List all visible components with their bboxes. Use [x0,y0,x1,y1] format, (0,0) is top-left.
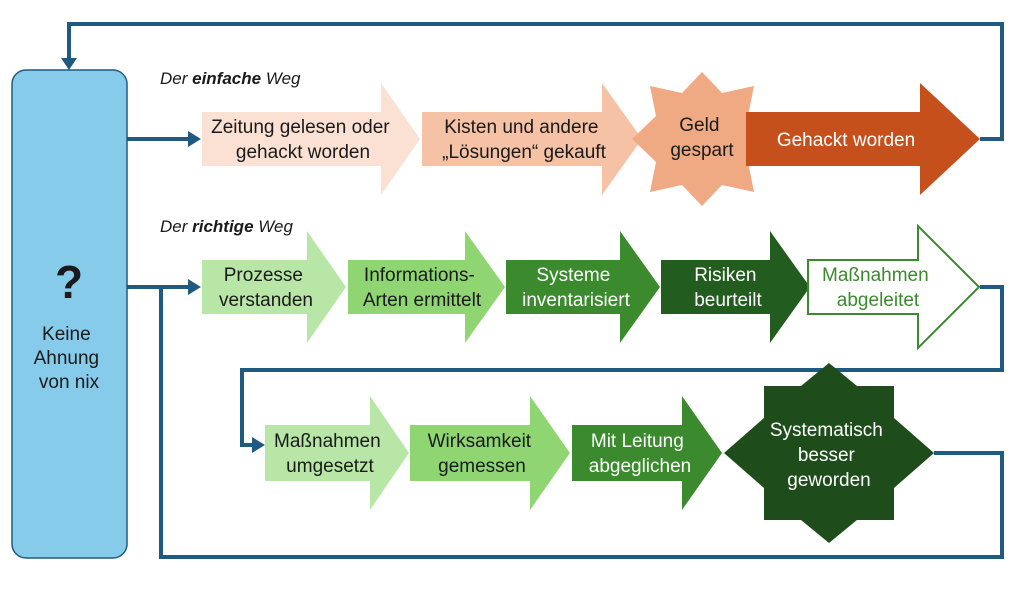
start-to-easy-arrowhead [188,131,201,147]
right-step-2: Informations- Arten ermittelt [348,231,505,343]
right-step-5-arrow-outline [807,223,981,351]
right-path-heading: Der richtige Weg [160,217,293,236]
easy-step-4-arrow [746,83,980,195]
right-step-6-label: Maßnahmen umgesetzt [274,431,386,477]
question-mark-icon: ? [55,256,83,308]
right-step-4: Risiken beurteilt [661,231,810,343]
right-step-2-arrow [348,231,505,343]
row1-to-row2-arrowhead [252,437,265,453]
right-step-5: Maßnahmen abgeleitet [807,223,981,351]
easy-step-1: Zeitung gelesen oder gehackt worden [202,83,420,195]
right-step-9: Systematisch besser geworden [724,363,934,543]
right-step-9-star [724,363,934,543]
easy-path-heading: Der einfache Weg [160,69,301,88]
right-step-7-arrow [410,396,570,510]
easy-path-return-arrowhead [61,58,77,70]
easy-step-3-label: Geld gespart [670,115,734,161]
easy-step-4: Gehackt worden [746,83,980,195]
right-step-3-label: Systeme inventarisiert [522,265,630,311]
right-path-row2: Maßnahmen umgesetzt Wirksamkeit gemessen… [265,363,934,543]
right-step-3-arrow [506,231,660,343]
right-step-4-label: Risiken beurteilt [694,265,762,311]
easy-step-2: Kisten und andere „Lösungen“ gekauft [422,83,642,195]
start-box: ? Keine Ahnung von nix [11,69,128,559]
right-path-row1: Prozesse verstanden Informations- Arten … [202,223,981,351]
easy-step-2-label: Kisten und andere „Lösungen“ gekauft [442,117,606,163]
right-step-7-label: Wirksamkeit gemessen [428,431,537,477]
right-step-8-label: Mit Leitung abgeglichen [589,431,691,477]
easy-step-4-label: Gehackt worden [777,130,915,151]
easy-step-1-arrow [202,83,420,195]
start-to-right-arrowhead [188,279,201,295]
row1-to-row2-connector [240,285,1004,447]
easy-step-2-arrow [422,83,642,195]
right-step-5-label: Maßnahmen abgeleitet [822,265,934,311]
right-step-2-label: Informations- Arten ermittelt [363,265,482,311]
right-step-6-arrow [265,396,409,510]
final-loop-connector [159,287,1004,559]
right-step-1: Prozesse verstanden [202,231,346,343]
right-step-1-arrow [202,231,346,343]
easy-step-1-label: Zeitung gelesen oder gehackt worden [211,117,395,163]
easy-path-return-connector [67,22,1004,141]
right-step-8-arrow [572,396,722,510]
start-box-label: Keine Ahnung von nix [34,324,105,393]
right-step-1-label: Prozesse verstanden [219,265,313,311]
right-step-3: Systeme inventarisiert [506,231,660,343]
connectors [61,22,1004,559]
right-step-7: Wirksamkeit gemessen [410,396,570,510]
right-step-9-label: Systematisch besser geworden [770,420,888,491]
easy-step-3-star [632,72,772,206]
right-step-6: Maßnahmen umgesetzt [265,396,409,510]
right-step-8: Mit Leitung abgeglichen [572,396,722,510]
right-step-4-arrow [661,231,810,343]
start-box-shape [11,69,128,559]
easy-path: Zeitung gelesen oder gehackt worden Kist… [202,72,980,206]
easy-step-3: Geld gespart [632,72,772,206]
